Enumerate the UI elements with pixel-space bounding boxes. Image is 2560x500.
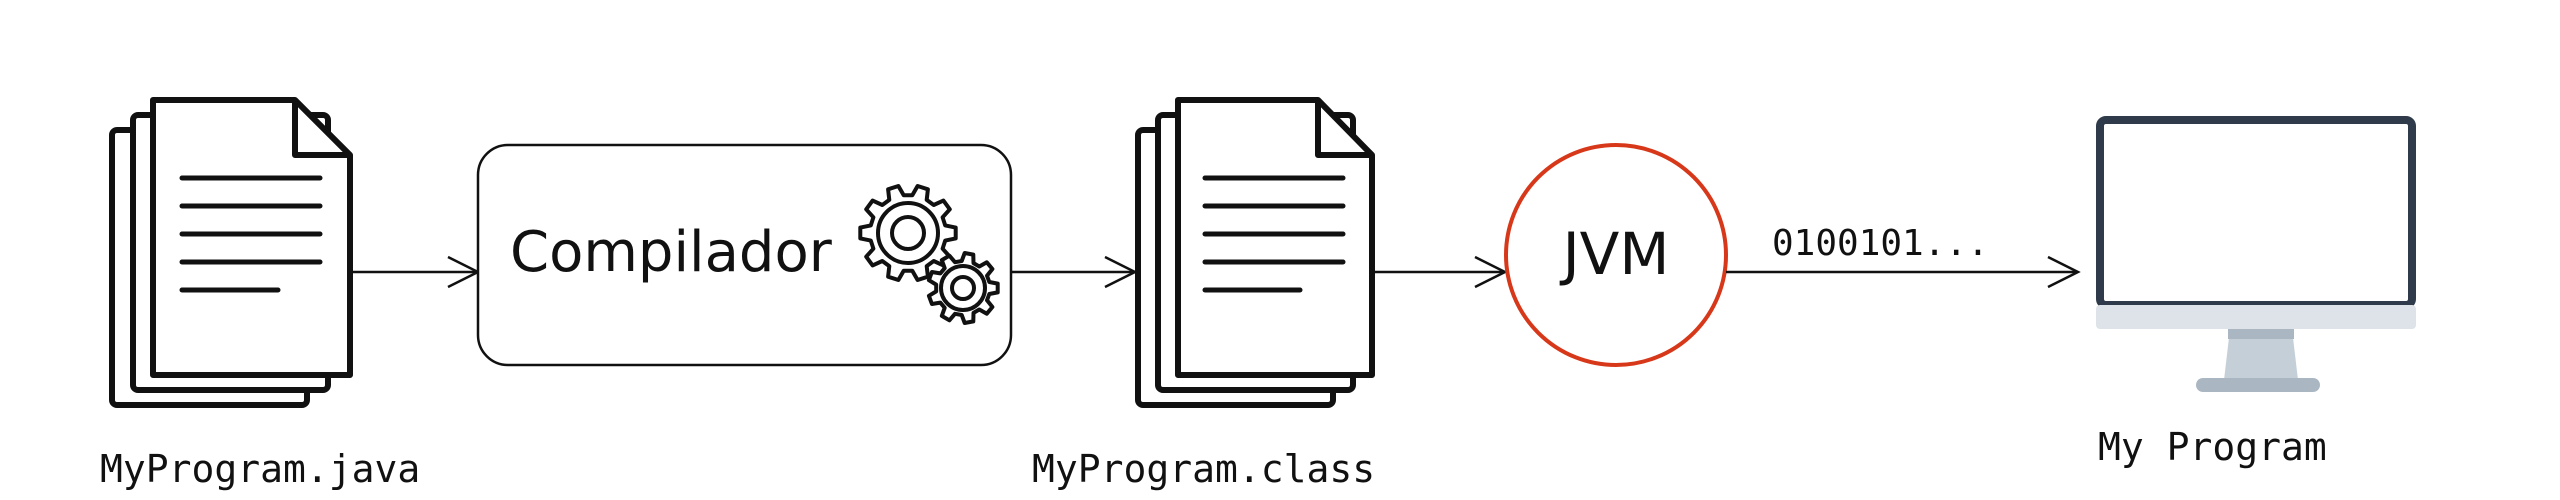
gears-icon — [858, 184, 1000, 325]
bytecode-file-label: MyProgram.class — [1032, 447, 1375, 491]
bytecode-file-icon — [1135, 97, 1375, 408]
monitor-icon — [2096, 116, 2416, 392]
compiler-label: Compilador — [510, 220, 833, 285]
jvm-circle — [1504, 143, 1728, 367]
output-program-label: My Program — [2098, 425, 2327, 469]
compiler-box — [476, 143, 1013, 367]
binary-output-label: 0100101... — [1772, 223, 1989, 264]
source-file-icon — [109, 97, 353, 408]
source-file-label: MyProgram.java — [100, 447, 420, 491]
jvm-label: JVM — [1560, 220, 1670, 288]
